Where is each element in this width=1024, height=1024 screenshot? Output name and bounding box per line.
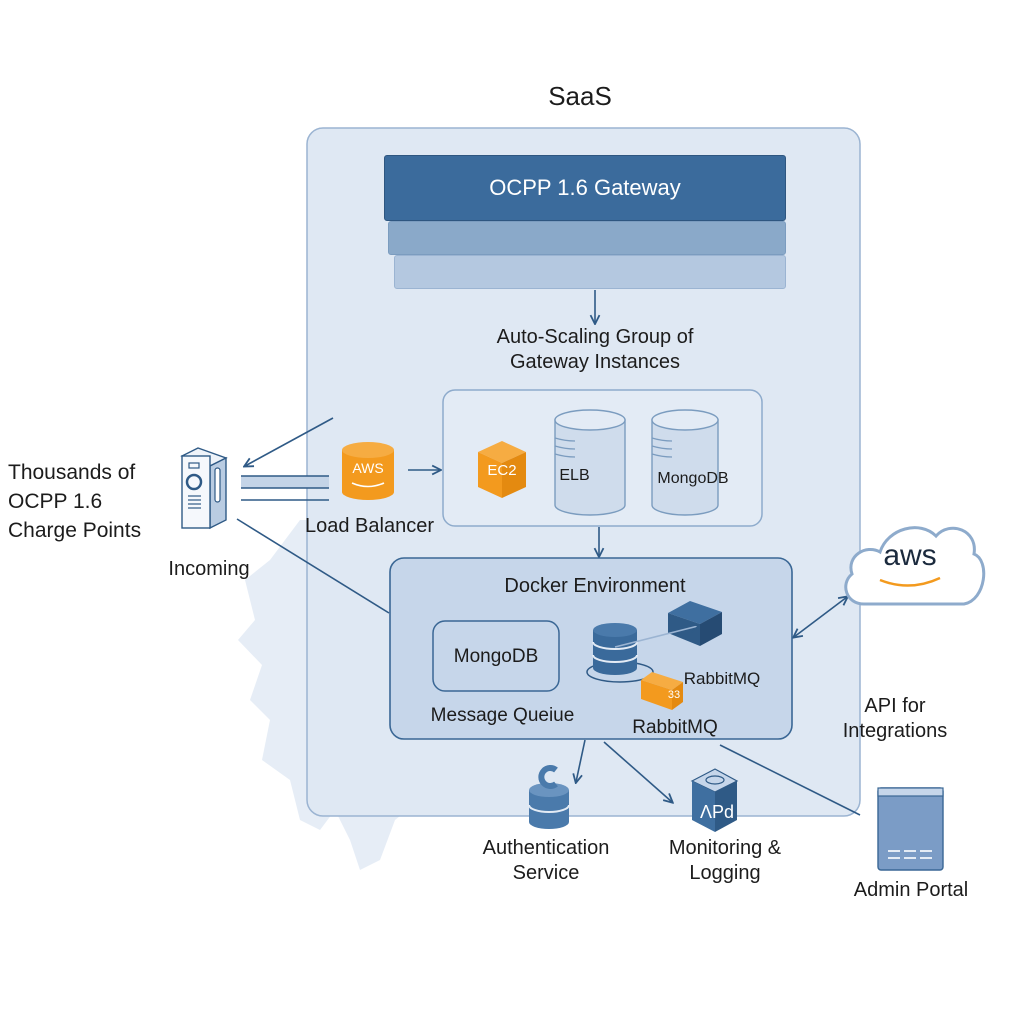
api-line1: API for <box>864 695 926 717</box>
admin-portal-label: Admin Portal <box>853 879 969 901</box>
elb-label: ELB <box>559 467 590 484</box>
api-line2: Integrations <box>842 720 948 742</box>
ec2-cube-icon <box>478 441 526 498</box>
arrow-docker-aws <box>794 597 847 637</box>
gateway-layer-3 <box>394 255 786 289</box>
gateway-label: OCPP 1.6 Gateway <box>489 175 681 200</box>
autoscaling-line2: Gateway Instances <box>509 351 681 373</box>
mongodb-box <box>432 620 560 692</box>
ocpp-gateway-box[interactable]: OCPP 1.6 Gateway <box>384 155 786 221</box>
elb-cylinder-icon <box>554 409 626 516</box>
incoming-label: Incoming <box>168 558 250 580</box>
arrow-docker-to-auth <box>576 739 586 782</box>
saas-title: SaaS <box>548 81 612 111</box>
charge-points-label: Thousands of OCPP 1.6 Charge Points <box>8 458 141 545</box>
rabbitmq-cube-icon <box>668 601 722 646</box>
auth-line2: Service <box>512 862 580 884</box>
autoscaling-label: Auto-Scaling Group of Gateway Instances <box>445 325 745 375</box>
arrow-to-charge-point <box>245 417 334 466</box>
monitoring-icon-text: ΛPd <box>700 802 734 822</box>
charge-point-icon <box>180 447 228 530</box>
ec2-label: EC2 <box>487 462 517 479</box>
rabbitmq-label-2: RabbitMQ <box>632 717 718 738</box>
gateway-layer-2 <box>388 221 786 255</box>
autoscaling-line1: Auto-Scaling Group of <box>496 326 694 348</box>
monitoring-line1: Monitoring & <box>668 837 782 859</box>
aws-cloud-shape <box>844 526 986 606</box>
orange-queue-box-icon <box>641 672 683 710</box>
aws-cloud-label: aws <box>883 539 937 572</box>
database-stack-icon <box>586 623 654 683</box>
charge-points-line3: Charge Points <box>8 519 142 542</box>
mongodb-cylinder-icon <box>651 409 719 516</box>
load-balancer-label: Load Balancer <box>305 515 434 537</box>
mongodb-instance-label: MongoDB <box>657 470 729 487</box>
charge-points-line2: OCPP 1.6 <box>8 490 103 513</box>
line-charge-to-docker <box>236 518 390 614</box>
authentication-service-label: Authentication Service <box>466 836 626 886</box>
aws-badge-label: AWS <box>352 460 384 476</box>
message-queue-label: Message Queiue <box>430 705 575 726</box>
rabbitmq-label-1: RabbitMQ <box>683 669 761 688</box>
docker-mongodb-label: MongoDB <box>453 646 539 667</box>
docker-environment-title: Docker Environment <box>504 575 686 597</box>
api-integrations-label: API for Integrations <box>830 694 960 744</box>
aws-load-balancer-icon <box>342 442 394 500</box>
connector-bar <box>241 476 329 488</box>
auth-line1: Authentication <box>482 837 610 859</box>
charge-points-line1: Thousands of <box>8 461 136 484</box>
monitoring-logging-icon: ΛPd <box>690 768 739 832</box>
arrow-docker-to-monitoring <box>603 741 672 802</box>
queue-box-badge: 33 <box>667 689 681 701</box>
monitoring-line2: Logging <box>689 862 761 884</box>
authentication-service-icon <box>528 765 570 829</box>
admin-portal-icon <box>877 787 944 871</box>
monitoring-logging-label: Monitoring & Logging <box>650 836 800 886</box>
line-docker-to-admin <box>719 744 861 816</box>
